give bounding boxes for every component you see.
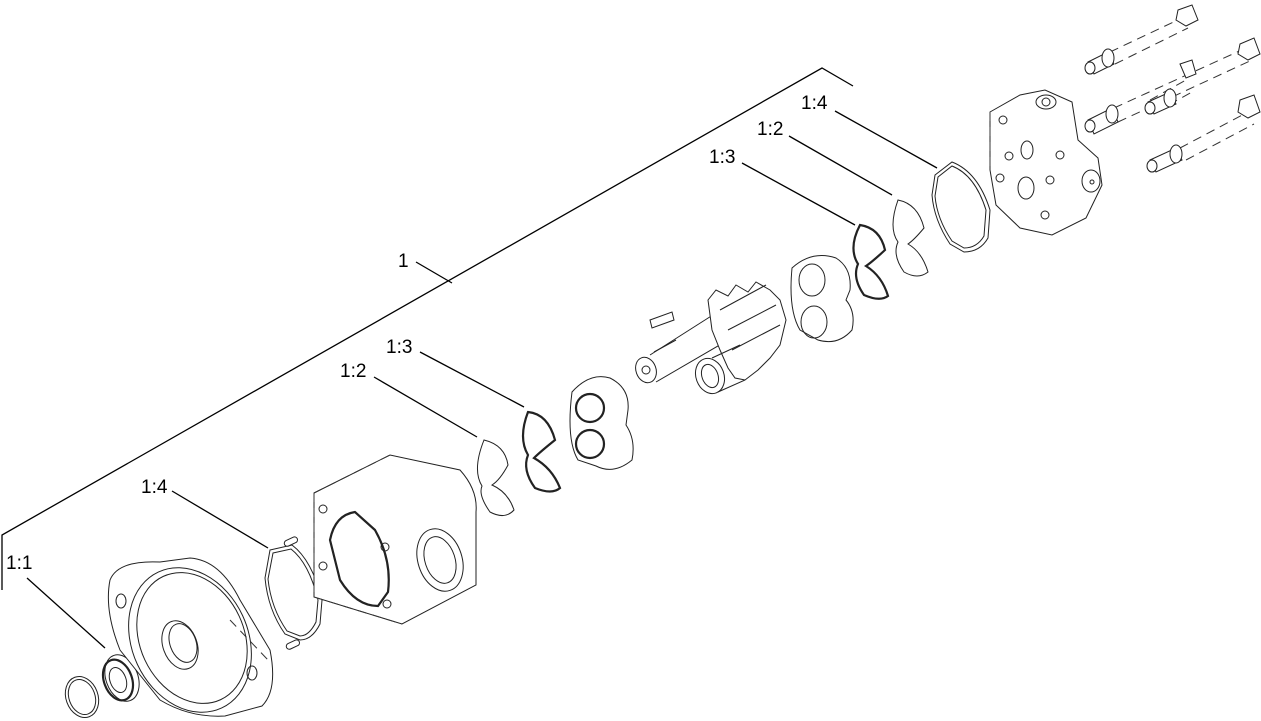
drive-key bbox=[649, 311, 675, 329]
callout-1-3-right: 1:3 bbox=[709, 147, 736, 168]
bolt-1 bbox=[1084, 4, 1199, 75]
backup-gasket-left bbox=[477, 439, 515, 516]
o-ring-seal-right bbox=[931, 161, 991, 253]
driven-gear bbox=[694, 344, 746, 395]
bolt-4 bbox=[1146, 94, 1261, 173]
seal-right bbox=[852, 223, 890, 300]
callout-1-4-right: 1:4 bbox=[801, 93, 828, 114]
bolt-3 bbox=[1144, 59, 1197, 115]
callout-1-2-right: 1:2 bbox=[757, 119, 784, 140]
backup-gasket-right bbox=[892, 199, 929, 277]
seal-left bbox=[521, 410, 562, 493]
assembly-bracket bbox=[1, 67, 854, 590]
bearing-block-right bbox=[790, 255, 854, 343]
callout-1: 1 bbox=[398, 251, 409, 272]
front-cover bbox=[107, 557, 274, 717]
retaining-ring bbox=[64, 676, 100, 718]
callout-1-1: 1:1 bbox=[6, 553, 33, 574]
drive-shaft-gear bbox=[635, 281, 787, 384]
leader-lines bbox=[26, 110, 938, 649]
bolt-2 bbox=[1084, 37, 1261, 135]
shaft-seal bbox=[101, 654, 140, 702]
rear-cover bbox=[989, 89, 1103, 236]
callout-1-4-left: 1:4 bbox=[141, 477, 168, 498]
pump-body bbox=[313, 454, 477, 625]
o-ring-seal-left bbox=[264, 536, 323, 650]
callout-1-3-left: 1:3 bbox=[386, 337, 413, 358]
callout-1-2-left: 1:2 bbox=[340, 361, 367, 382]
bearing-block-left bbox=[569, 376, 634, 470]
